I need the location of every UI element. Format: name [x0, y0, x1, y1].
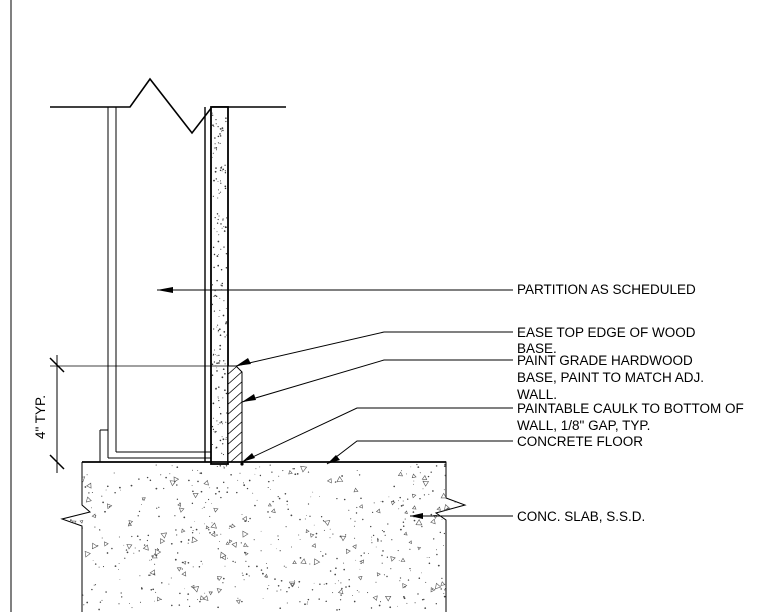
arrow-partition: [157, 287, 173, 293]
note-ease-edge-line-2: BASE.: [517, 341, 557, 356]
note-concrete-floor: CONCRETE FLOOR: [517, 434, 643, 449]
caulk-bead: [240, 462, 244, 466]
dimension-4-inch: 4" TYP.: [33, 355, 236, 473]
gypsum-board: [210, 106, 229, 465]
concrete-slab: [60, 461, 467, 612]
note-hardwood-line-3: WALL.: [517, 387, 557, 402]
arrow-caulk: [242, 453, 255, 462]
leader-hardwood-base: [241, 359, 513, 403]
note-hardwood-line-1: PAINT GRADE HARDWOOD: [517, 353, 693, 368]
arrow-concrete-floor: [327, 455, 340, 464]
break-line-top: [50, 77, 286, 135]
dimension-label: 4" TYP.: [33, 395, 48, 439]
leader-ease-edge: [235, 331, 513, 367]
leader-arrowheads: [157, 287, 423, 519]
partition-wall: [99, 107, 211, 462]
note-caulk-line-2: WALL, 1/8" GAP, TYP.: [517, 418, 650, 433]
note-ease-edge-line-1: EASE TOP EDGE OF WOOD: [517, 325, 696, 340]
note-slab: CONC. SLAB, S.S.D.: [517, 509, 645, 524]
note-partition: PARTITION AS SCHEDULED: [517, 282, 696, 297]
leader-lines: [157, 289, 513, 517]
note-hardwood-line-2: BASE, PAINT TO MATCH ADJ.: [517, 370, 704, 385]
arrow-hardwood-base: [242, 394, 256, 402]
note-caulk-line-1: PAINTABLE CAULK TO BOTTOM OF: [517, 401, 744, 416]
leader-caulk: [241, 407, 513, 463]
notes: PARTITION AS SCHEDULED EASE TOP EDGE OF …: [517, 282, 744, 524]
arrow-slab: [410, 513, 423, 519]
arrow-ease-edge: [236, 358, 251, 366]
wood-base: [227, 365, 243, 463]
leader-concrete-floor: [326, 440, 513, 465]
